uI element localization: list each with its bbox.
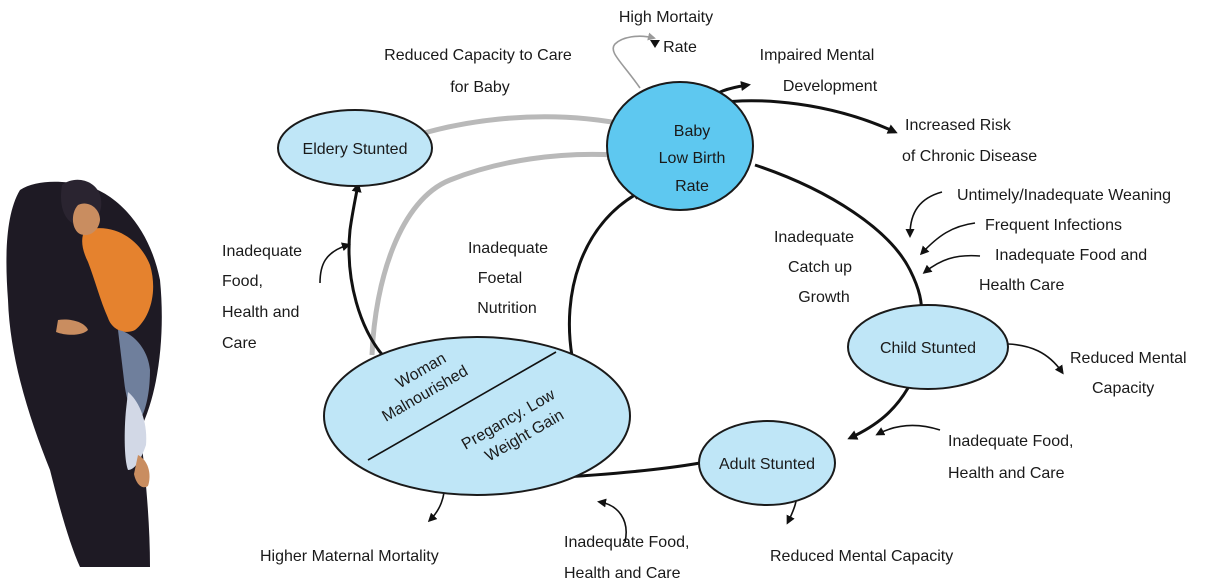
arrow-frequent-infections bbox=[919, 222, 976, 256]
arrow-woman-to-baby bbox=[369, 148, 619, 356]
label-reduced-capacity-2: for Baby bbox=[450, 79, 510, 96]
node-child-label: Child Stunted bbox=[880, 340, 976, 357]
label-inadequate-food-child-2: Health Care bbox=[979, 277, 1064, 294]
arrow-untimely-weaning bbox=[905, 191, 943, 238]
node-adult-label: Adult Stunted bbox=[719, 456, 815, 473]
label-reduced-mental-child-1: Reduced Mental bbox=[1070, 350, 1187, 367]
arrow-inadequate-food-adult bbox=[875, 424, 941, 436]
label-high-mortality-1: High Mortaity bbox=[619, 9, 713, 26]
label-catch-up-1: Inadequate bbox=[774, 229, 854, 246]
label-increased-risk-1: Increased Risk bbox=[905, 117, 1012, 134]
label-reduced-capacity-1: Reduced Capacity to Care bbox=[384, 47, 572, 64]
label-high-mortality-2: Rate bbox=[663, 39, 697, 56]
node-woman-malnourished: Woman Malnourished Pregancy. Low Weight … bbox=[323, 336, 631, 496]
label-reduced-mental-child-2: Capacity bbox=[1092, 380, 1154, 397]
label-inadequate-food-adult-2: Health and Care bbox=[948, 465, 1065, 482]
label-inadequate-food-adult-1: Inadequate Food, bbox=[948, 433, 1073, 450]
label-impaired-mental-2: Development bbox=[783, 78, 878, 95]
arrow-baby-to-child bbox=[754, 163, 927, 321]
arrow-child-reduced-mental bbox=[1007, 343, 1064, 375]
arrow-inadequate-food-woman bbox=[597, 498, 627, 543]
label-foetal-2: Foetal bbox=[478, 270, 522, 287]
node-elderly-label: Eldery Stunted bbox=[303, 141, 408, 158]
arrow-child-to-adult bbox=[847, 387, 910, 440]
arrow-inadequate-food-child bbox=[922, 254, 981, 274]
node-baby-line-2: Low Birth bbox=[659, 150, 726, 167]
label-foetal-3: Nutrition bbox=[477, 300, 537, 317]
mother-and-child-illustration bbox=[6, 179, 162, 567]
label-inadequate-food-elderly-4: Care bbox=[222, 335, 257, 352]
label-inadequate-food-woman-1: Inadequate Food, bbox=[564, 534, 689, 551]
label-reduced-mental-adult: Reduced Mental Capacity bbox=[770, 548, 953, 565]
label-inadequate-food-woman-2: Health and Care bbox=[564, 565, 681, 582]
node-child-stunted: Child Stunted bbox=[847, 304, 1009, 390]
node-adult-stunted: Adult Stunted bbox=[698, 420, 836, 506]
label-inadequate-food-elderly-1: Inadequate bbox=[222, 243, 302, 260]
arrow-high-mortality bbox=[612, 32, 656, 89]
label-inadequate-food-elderly-2: Food, bbox=[222, 273, 263, 290]
node-baby-line-1: Baby bbox=[674, 123, 710, 140]
label-inadequate-food-elderly-3: Health and bbox=[222, 304, 299, 321]
label-foetal-1: Inadequate bbox=[468, 240, 548, 257]
arrow-woman-to-baby-black bbox=[567, 190, 643, 357]
label-inadequate-food-child-1: Inadequate Food and bbox=[995, 247, 1147, 264]
node-woman-divider bbox=[367, 351, 557, 461]
label-catch-up-2: Catch up bbox=[788, 259, 852, 276]
high-mortality-pointer-icon bbox=[650, 40, 660, 48]
label-impaired-mental-1: Impaired Mental bbox=[760, 47, 875, 64]
label-untimely-weaning: Untimely/Inadequate Weaning bbox=[957, 187, 1171, 204]
arrow-inadequate-food-elderly bbox=[319, 242, 351, 284]
node-baby-line-3: Rate bbox=[675, 178, 709, 195]
label-increased-risk-2: of Chronic Disease bbox=[902, 148, 1037, 165]
arrow-woman-to-elderly bbox=[347, 182, 387, 359]
node-baby-low-birth-rate: Baby Low Birth Rate bbox=[606, 81, 754, 211]
label-higher-maternal: Higher Maternal Mortality bbox=[260, 548, 439, 565]
label-catch-up-3: Growth bbox=[798, 289, 850, 306]
label-frequent-infections: Frequent Infections bbox=[985, 217, 1122, 234]
node-elderly-stunted: Eldery Stunted bbox=[277, 109, 433, 187]
